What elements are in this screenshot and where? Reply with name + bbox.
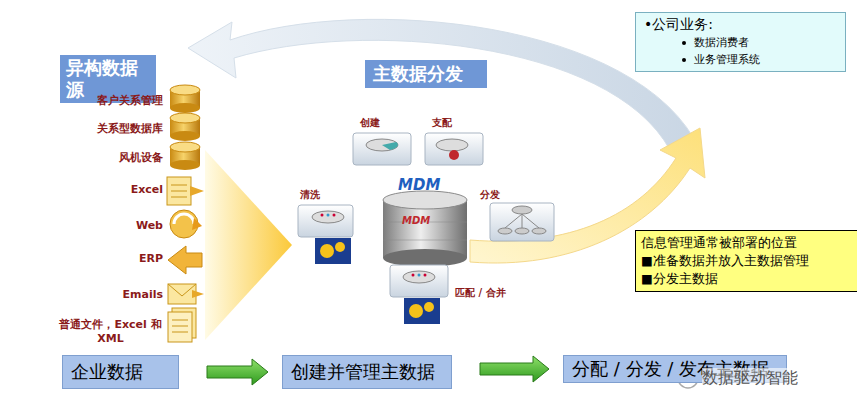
box-item: ■准备数据并放入主数据管理 xyxy=(641,252,857,270)
watermark: 数据驱动智能 xyxy=(702,368,798,389)
distribution-box: 主数据分发 xyxy=(365,60,487,88)
function-label: 清洗 xyxy=(300,188,320,202)
box-text: 主数据分发 xyxy=(373,63,479,85)
box-text: •公司业务: xyxy=(644,16,837,34)
box-item: 业务管理系统 xyxy=(644,51,837,68)
stage-box: 企业数据 xyxy=(62,355,179,389)
business-box: •公司业务:数据消费者业务管理系统 xyxy=(635,12,846,72)
source-label: Excel xyxy=(75,183,163,196)
source-icons xyxy=(167,85,204,342)
function-label: MDM xyxy=(402,215,430,226)
function-label: 匹配 / 合并 xyxy=(455,286,506,300)
box-text: 企业数据 xyxy=(71,360,170,384)
function-label: MDM xyxy=(398,176,440,194)
source-label: 关系型数据库 xyxy=(75,121,163,136)
source-label: 普通文件，Excel 和 XML xyxy=(58,318,163,346)
deployment-box: 信息管理通常被部署的位置■准备数据并放入主数据管理■分发主数据 xyxy=(635,230,857,292)
mdm-cylinder xyxy=(383,191,467,267)
function-label: 创建 xyxy=(360,116,380,130)
function-icons xyxy=(298,133,554,324)
bullet-dot xyxy=(682,58,686,62)
source-label: Emails xyxy=(75,288,163,301)
box-item: 数据消费者 xyxy=(644,34,837,51)
source-label: Web xyxy=(75,219,163,232)
source-label: ERP xyxy=(75,252,163,265)
flow-arrow xyxy=(480,356,549,382)
function-label: 分发 xyxy=(480,188,500,202)
stage-box: 创建并管理主数据 xyxy=(282,355,452,389)
bullet-dot xyxy=(682,41,686,45)
box-text: 创建并管理主数据 xyxy=(291,360,443,384)
funnel xyxy=(205,150,292,340)
box-item: ■分发主数据 xyxy=(641,270,857,288)
source-label: 客户关系管理 xyxy=(75,93,163,108)
function-label: 支配 xyxy=(432,116,452,130)
box-text: 信息管理通常被部署的位置 xyxy=(641,234,857,252)
flow-arrow xyxy=(207,359,268,385)
return-arc xyxy=(188,19,700,150)
source-label: 风机设备 xyxy=(75,150,163,165)
